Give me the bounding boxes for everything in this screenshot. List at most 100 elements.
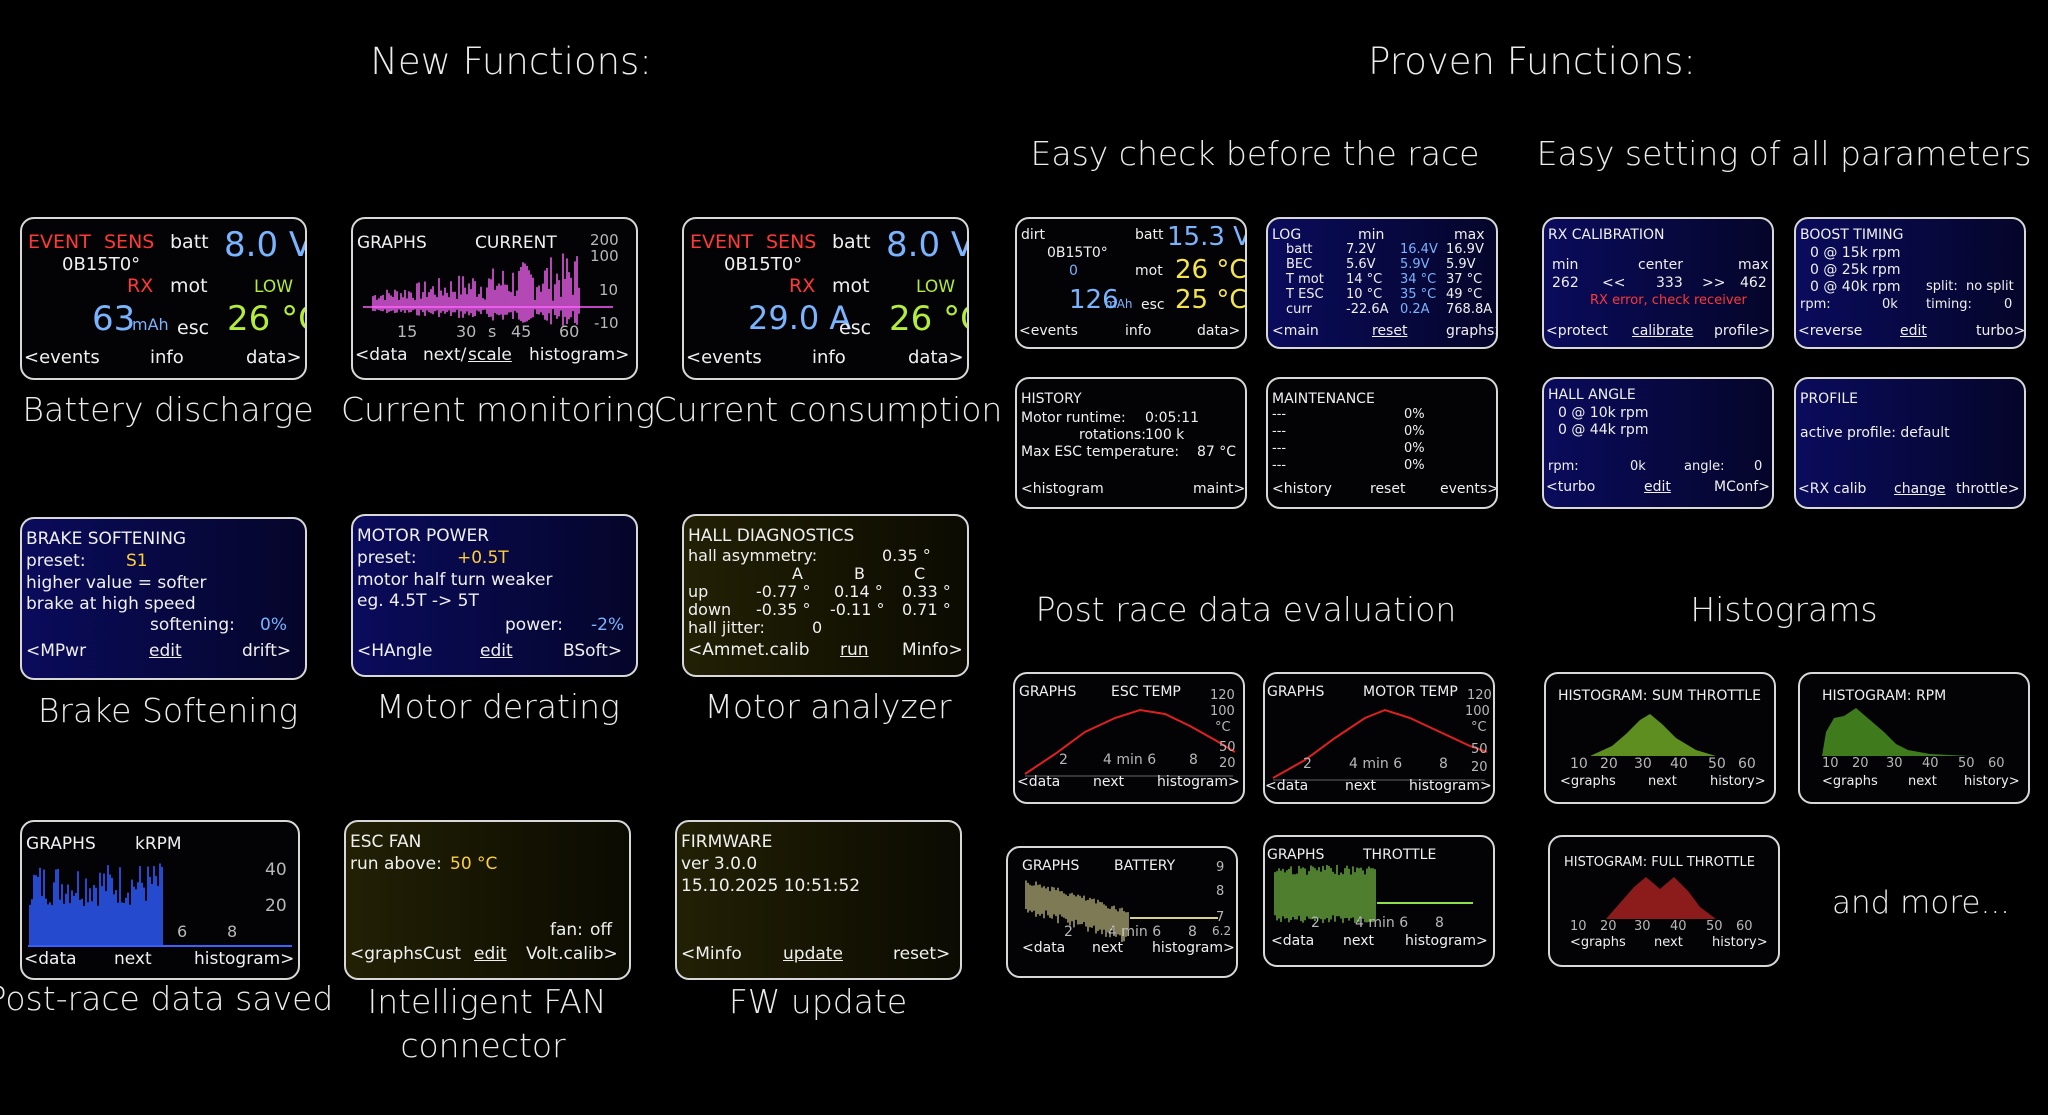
nav-change[interactable]: change — [1894, 481, 1946, 497]
nav-histogram[interactable]: <histogram — [1021, 481, 1104, 497]
nav-histogram[interactable]: histogram> — [1152, 940, 1235, 956]
nav-histogram[interactable]: histogram> — [529, 345, 630, 365]
nav-reset[interactable]: reset — [1370, 481, 1406, 497]
runtime-value: 0:05:11 — [1145, 410, 1199, 426]
nav-next[interactable]: next — [1343, 933, 1375, 949]
firmware-title: FIRMWARE — [681, 832, 773, 852]
nav-edit[interactable]: edit — [149, 641, 182, 661]
y-tick-100: 100 — [1210, 704, 1235, 719]
nav-protect[interactable]: <protect — [1546, 323, 1608, 339]
nav-next[interactable]: next/ — [423, 345, 467, 365]
log-cell-c: 49 °C — [1446, 287, 1483, 302]
battery-voltage: 8.0 V — [224, 225, 307, 265]
nav-bsoft[interactable]: BSoft> — [563, 641, 623, 661]
nav-update[interactable]: update — [783, 944, 843, 964]
log-title: LOG — [1272, 227, 1302, 243]
hall-title: HALL DIAGNOSTICS — [688, 526, 855, 546]
nav-data[interactable]: data> — [908, 347, 964, 368]
nav-profile[interactable]: profile> — [1714, 323, 1770, 339]
mah-unit: mAh — [132, 315, 169, 334]
nav-next[interactable]: next — [1648, 774, 1677, 789]
nav-graphs-cust[interactable]: <graphsCust — [350, 944, 462, 964]
nav-next[interactable]: next — [1092, 940, 1124, 956]
nav-next[interactable]: next — [1093, 774, 1125, 790]
x-tick-4min6: 4 min 6 — [1349, 756, 1403, 772]
nav-edit[interactable]: edit — [1900, 323, 1927, 339]
nav-minfo[interactable]: Minfo> — [902, 640, 963, 660]
nav-histogram[interactable]: histogram> — [1157, 774, 1240, 790]
nav-reset[interactable]: reset> — [893, 944, 951, 964]
nav-throttle[interactable]: throttle> — [1956, 481, 2020, 497]
right-arrows[interactable]: >> — [1702, 275, 1726, 291]
split-value: no split — [1966, 279, 2014, 294]
throttle-name: THROTTLE — [1363, 847, 1437, 863]
nav-calibrate[interactable]: calibrate — [1632, 323, 1694, 339]
nav-run[interactable]: run — [840, 640, 869, 660]
center-label: center — [1638, 257, 1684, 273]
nav-next[interactable]: next — [1654, 935, 1683, 950]
nav-data[interactable]: <data — [1017, 774, 1061, 790]
nav-info[interactable]: info — [150, 347, 184, 368]
nav-events[interactable]: events> — [1440, 481, 1498, 497]
nav-histogram[interactable]: histogram> — [194, 949, 295, 969]
current-graph — [363, 253, 613, 326]
current-value: 29.0 A — [748, 299, 852, 337]
nav-mpwr[interactable]: <MPwr — [26, 641, 87, 661]
nav-next[interactable]: next — [1345, 778, 1377, 794]
throttle-graph — [1274, 865, 1473, 923]
y-tick-neg10: -10 — [594, 314, 619, 332]
nav-maint[interactable]: maint> — [1193, 481, 1246, 497]
nav-graphs[interactable]: graphs> — [1446, 323, 1496, 339]
nav-histogram[interactable]: histogram> — [1409, 778, 1492, 794]
nav-edit[interactable]: edit — [480, 641, 513, 661]
nav-graphs[interactable]: <graphs — [1570, 935, 1626, 950]
nav-data[interactable]: <data — [24, 949, 77, 969]
nav-history[interactable]: <history — [1272, 481, 1332, 497]
nav-events[interactable]: <events — [24, 347, 100, 368]
nav-mconf[interactable]: MConf> — [1714, 479, 1770, 495]
nav-history[interactable]: history> — [1964, 774, 2020, 789]
nav-minfo[interactable]: <Minfo — [681, 944, 742, 964]
nav-main[interactable]: <main — [1272, 323, 1319, 339]
nav-next[interactable]: next — [1908, 774, 1937, 789]
nav-turbo[interactable]: <turbo — [1546, 479, 1596, 495]
nav-data[interactable]: data> — [1197, 323, 1241, 339]
nav-ammet-calib[interactable]: <Ammet.calib — [688, 640, 810, 660]
left-arrows[interactable]: << — [1602, 275, 1626, 291]
down-a: -0.35 ° — [756, 600, 811, 619]
graphs-label: GRAPHS — [1267, 684, 1325, 700]
nav-scale[interactable]: scale — [468, 345, 512, 365]
nav-data[interactable]: <data — [355, 345, 408, 365]
asymmetry-value: 0.35 ° — [882, 546, 931, 565]
nav-reverse[interactable]: <reverse — [1798, 323, 1863, 339]
nav-reset[interactable]: reset — [1372, 323, 1408, 339]
nav-data[interactable]: <data — [1022, 940, 1066, 956]
x-tick-60: 60 — [1736, 919, 1753, 934]
nav-info[interactable]: info — [1125, 323, 1152, 339]
nav-events[interactable]: <events — [1019, 323, 1078, 339]
nav-edit[interactable]: edit — [1644, 479, 1671, 495]
nav-edit[interactable]: edit — [474, 944, 507, 964]
nav-rx-calib[interactable]: <RX calib — [1798, 481, 1867, 497]
batt-label: batt — [832, 231, 871, 253]
x-tick-8: 8 — [1188, 924, 1197, 940]
nav-graphs[interactable]: <graphs — [1560, 774, 1616, 789]
run-above-label: run above: — [350, 854, 442, 874]
nav-turbo[interactable]: turbo> — [1976, 323, 2026, 339]
nav-drift[interactable]: drift> — [242, 641, 292, 661]
x-tick-2: 2 — [1303, 756, 1312, 772]
nav-next[interactable]: next — [114, 949, 152, 969]
nav-hangle[interactable]: <HAngle — [357, 641, 433, 661]
nav-histogram[interactable]: histogram> — [1405, 933, 1488, 949]
nav-info[interactable]: info — [812, 347, 846, 368]
nav-volt-calib[interactable]: Volt.calib> — [526, 944, 618, 964]
nav-data[interactable]: <data — [1265, 778, 1309, 794]
nav-graphs[interactable]: <graphs — [1822, 774, 1878, 789]
nav-history[interactable]: history> — [1712, 935, 1768, 950]
nav-data[interactable]: <data — [1271, 933, 1315, 949]
nav-history[interactable]: history> — [1710, 774, 1766, 789]
history-title: HISTORY — [1021, 391, 1082, 407]
nav-events[interactable]: <events — [686, 347, 762, 368]
nav-data[interactable]: data> — [246, 347, 302, 368]
low-label: LOW — [916, 277, 956, 297]
